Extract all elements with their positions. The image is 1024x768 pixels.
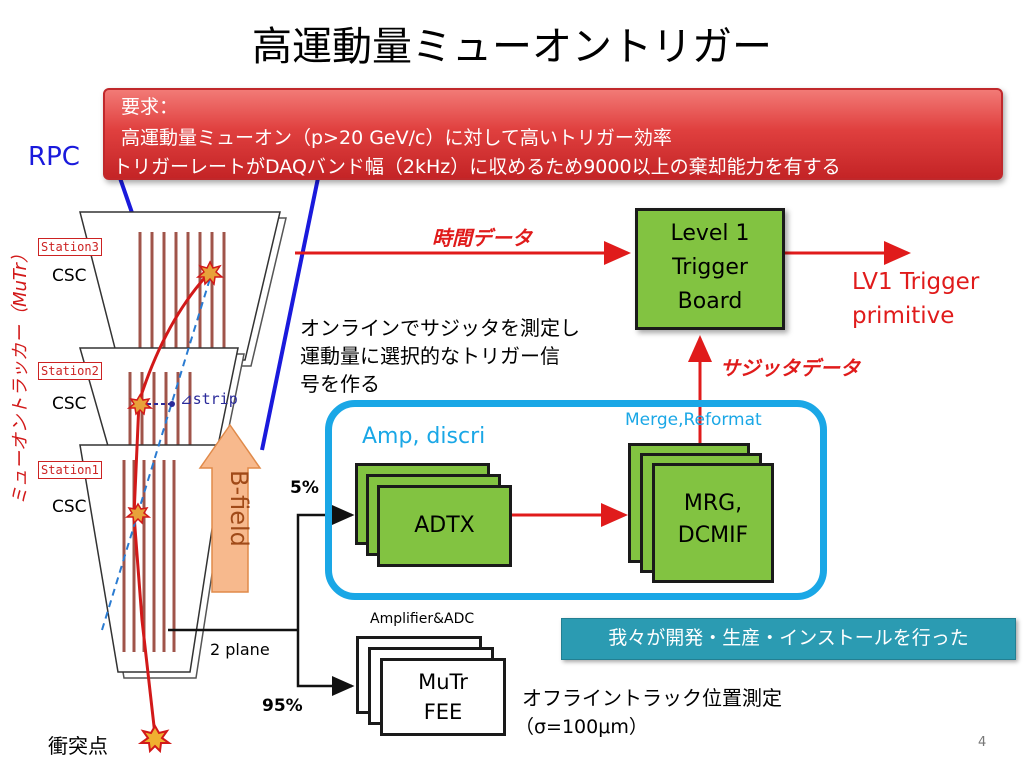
requirements-banner: 要求： 高運動量ミューオン（p>20 GeV/c）に対して高いトリガー効率 トリ… — [103, 88, 1003, 180]
lv1-line2: primitive — [852, 303, 955, 329]
csc-label-2: CSC — [52, 394, 87, 414]
station2-label: Station2 — [38, 362, 102, 380]
mutr-vertical-label: ミューオントラッカー（MuTr） — [4, 205, 31, 505]
station3-label: Station3 — [38, 238, 102, 256]
pct-5-label: 5% — [290, 478, 319, 498]
time-data-label: 時間データ — [432, 226, 532, 250]
sagitta-data-label: サジッタデータ — [720, 356, 860, 380]
station3-chamber — [79, 211, 287, 367]
level1-line1: Level 1 — [670, 221, 750, 246]
two-plane-label: 2 plane — [210, 640, 270, 659]
pct-95-label: 95% — [262, 696, 303, 716]
requirements-line2: トリガーレートがDAQバンド幅（2kHz）に収めるため9000以上の棄却能力を有… — [113, 156, 841, 178]
split-to-fee — [296, 630, 355, 696]
slide-title: 高運動量ミューオントリガー — [252, 24, 772, 70]
hit-burst-station2 — [126, 393, 154, 416]
resolution-note: （σ=100μm） — [515, 716, 648, 738]
mrg-line1: MRG, — [683, 491, 743, 516]
station1-label: Station1 — [38, 461, 102, 479]
csc-label-1: CSC — [52, 497, 87, 517]
mutr-fee-box: MuTr FEE — [380, 658, 506, 736]
bfield-label-wrap: B-field — [213, 470, 253, 590]
lv1-primitive-label: LV1 Trigger primitive — [852, 265, 979, 333]
strip-label: ⊿strip — [180, 390, 238, 408]
requirements-line1: 高運動量ミューオン（p>20 GeV/c）に対して高いトリガー効率 — [121, 127, 672, 149]
station2-chamber — [79, 347, 245, 467]
hit-burst-station3 — [195, 260, 225, 286]
csc-label-3: CSC — [52, 266, 87, 286]
offline-note: オフライントラック位置測定 — [522, 686, 782, 710]
split-to-adtx — [296, 505, 355, 630]
frontend-frame — [325, 400, 827, 600]
lv1-line1: LV1 Trigger — [852, 269, 980, 295]
bfield-arrow — [198, 423, 262, 593]
collision-burst — [137, 723, 173, 754]
requirements-heading: 要求： — [121, 96, 179, 118]
amp-adc-label: Amplifier&ADC — [370, 611, 475, 627]
straight-track — [101, 271, 213, 631]
online-note-line2: 運動量に選択的なトリガー信 — [300, 344, 560, 368]
level1-line3: Board — [677, 289, 743, 314]
level1-line2: Trigger — [672, 255, 748, 280]
fee-line2: FEE — [423, 700, 463, 724]
hit-burst-station1 — [124, 502, 152, 525]
fee-line1: MuTr — [418, 670, 468, 694]
rpc-line-right — [260, 177, 320, 451]
page-number: 4 — [978, 735, 987, 750]
rpc-label: RPC — [28, 142, 80, 172]
mutr-label-text: ミューオントラッカー（MuTr） — [10, 245, 31, 505]
collision-point-label: 衝突点 — [48, 734, 108, 758]
mrg-line2: DCMIF — [677, 523, 749, 548]
station1-chamber — [79, 444, 232, 679]
online-note-line1: オンラインでサジッタを測定し — [300, 316, 580, 340]
online-note: オンラインでサジッタを測定し 運動量に選択的なトリガー信 号を作る — [300, 314, 580, 398]
adtx-label: ADTX — [414, 513, 475, 538]
amp-discri-label: Amp, discri — [362, 424, 486, 449]
adtx-box: ADTX — [377, 485, 512, 567]
mrg-dcmif-box: MRG, DCMIF — [652, 463, 774, 583]
merge-reformat-label: Merge,Reformat — [625, 410, 762, 430]
bfield-label: B-field — [225, 470, 253, 547]
development-badge: 我々が開発・生産・インストールを行った — [561, 618, 1016, 660]
online-note-line3: 号を作る — [300, 372, 380, 396]
level1-trigger-board: Level 1 Trigger Board — [635, 208, 785, 330]
